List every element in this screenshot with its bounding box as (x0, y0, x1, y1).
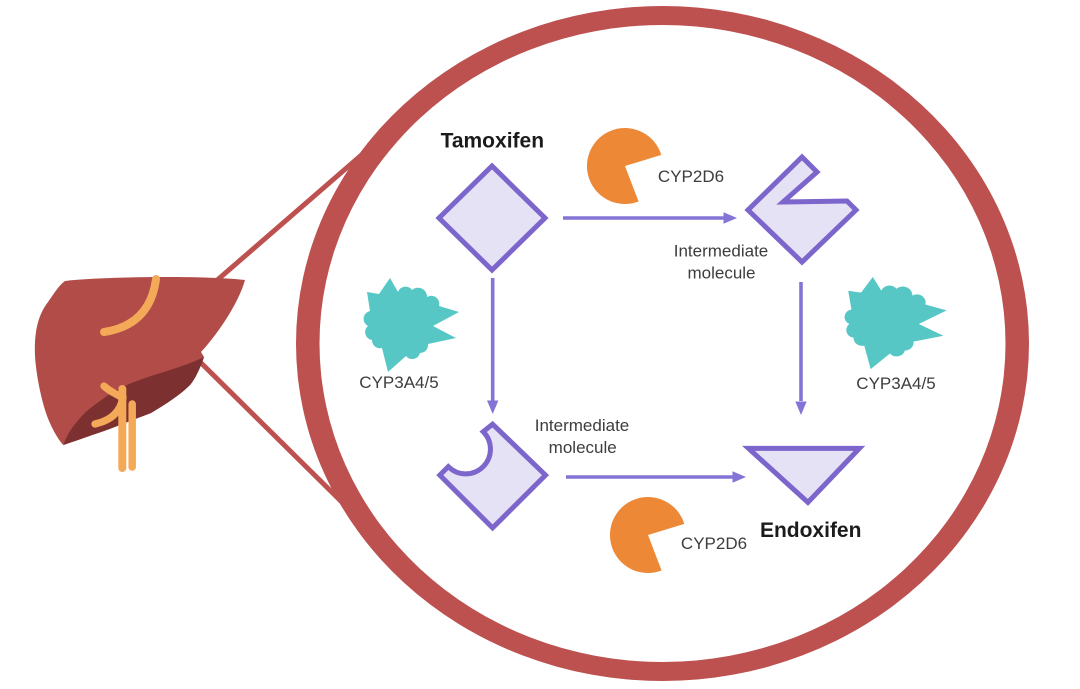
svg-text:CYP3A4/5: CYP3A4/5 (856, 374, 935, 393)
svg-text:molecule: molecule (687, 264, 755, 283)
svg-text:Endoxifen: Endoxifen (760, 519, 862, 542)
svg-text:Tamoxifen: Tamoxifen (441, 130, 544, 153)
svg-text:Intermediate: Intermediate (535, 416, 630, 435)
svg-text:CYP2D6: CYP2D6 (658, 167, 724, 186)
svg-text:CYP2D6: CYP2D6 (681, 534, 747, 553)
svg-text:Intermediate: Intermediate (674, 242, 769, 261)
svg-text:CYP3A4/5: CYP3A4/5 (359, 373, 438, 392)
svg-text:molecule: molecule (549, 438, 617, 457)
